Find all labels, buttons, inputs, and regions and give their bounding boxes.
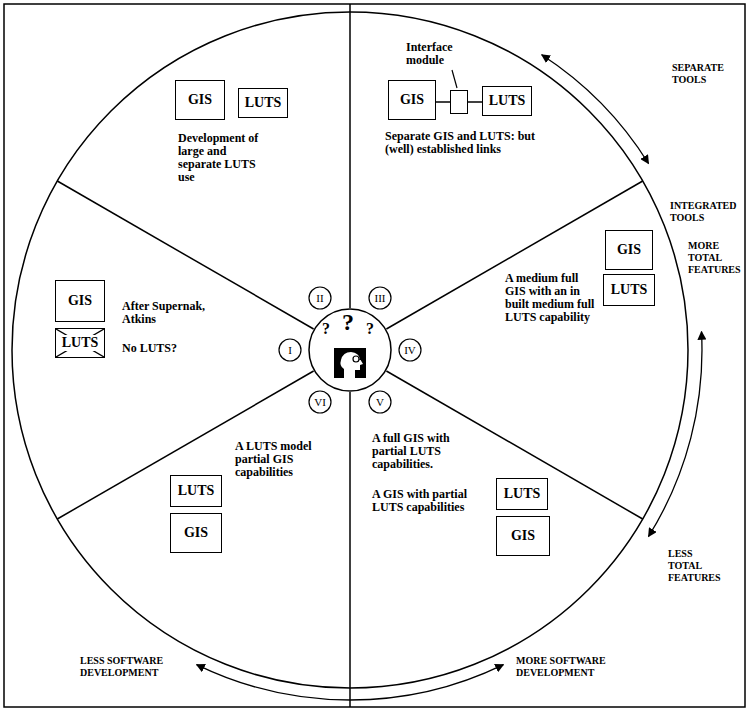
cross-out-line — [56, 329, 104, 357]
callout-number: III — [375, 293, 386, 304]
box-label: LUTS — [61, 335, 100, 350]
interface-module: Interface module — [450, 90, 468, 114]
sector-note: A medium full GIS with an in built mediu… — [505, 272, 595, 324]
system-box: LUTS — [170, 475, 222, 507]
range-arrow — [197, 665, 504, 700]
sector-note: Development of large and separate LUTS u… — [178, 132, 270, 184]
box-label: GIS — [68, 293, 92, 308]
number-ring — [309, 287, 331, 309]
number-ring — [369, 287, 391, 309]
frame — [4, 4, 745, 707]
sector-note: No LUTS? — [122, 342, 222, 355]
box-label: LUTS — [178, 483, 215, 498]
number-ring — [369, 391, 391, 413]
sector-divider — [349, 4, 351, 308]
axis-label: LESS TOTAL FEATURES — [668, 548, 728, 584]
viewer-glasses — [353, 356, 359, 362]
system-box: GIS — [175, 80, 225, 120]
sector-note: A GIS with partial LUTS capabilities — [372, 488, 484, 514]
system-box: LUTS — [238, 88, 288, 118]
sector-note: A full GIS with partial LUTS capabilitie… — [372, 432, 484, 471]
question-mark: ? — [342, 309, 354, 335]
sector-note: Separate GIS and LUTS: but (well) establ… — [385, 130, 537, 156]
box-label: LUTS — [245, 95, 282, 110]
range-arrow — [649, 332, 702, 537]
sector-number: II — [308, 286, 332, 310]
viewer-glasses — [359, 359, 362, 360]
sector-number: V — [368, 390, 392, 414]
axis-label: MORE SOFTWARE DEVELOPMENT — [516, 655, 626, 679]
system-box: LUTS — [482, 86, 532, 116]
leader-line — [452, 70, 457, 88]
axis-label: LESS SOFTWARE DEVELOPMENT — [80, 655, 190, 679]
sector-divider — [349, 392, 351, 707]
viewer-head — [340, 352, 363, 378]
viewer-icon-box — [334, 348, 366, 378]
sector-number: I — [278, 338, 302, 362]
box-label: LUTS — [489, 93, 526, 108]
system-box: GIS — [496, 516, 550, 556]
sector-number: IV — [398, 338, 422, 362]
question-mark: ? — [322, 320, 330, 338]
connector — [468, 101, 482, 103]
box-label: LUTS — [611, 282, 648, 297]
system-box: LUTS — [603, 274, 655, 306]
box-label: GIS — [184, 525, 208, 540]
connector — [436, 101, 450, 103]
range-arrow — [542, 55, 649, 164]
box-label: LUTS — [504, 486, 541, 501]
callout-number: II — [316, 293, 323, 304]
system-box: GIS — [388, 80, 436, 120]
axis-label: SEPARATE TOOLS — [672, 62, 742, 86]
box-label: GIS — [400, 92, 424, 107]
sector-note: A LUTS model partial GIS capabilities — [235, 440, 335, 479]
question-mark: ? — [366, 320, 374, 338]
box-label: GIS — [188, 92, 212, 107]
center-ring — [309, 309, 391, 391]
cross-out-line — [56, 329, 104, 357]
system-box: GIS — [170, 513, 222, 553]
number-ring — [279, 339, 301, 361]
sector-number: III — [368, 286, 392, 310]
number-ring — [309, 391, 331, 413]
center-icon: ??? — [308, 308, 392, 392]
box-label: GIS — [511, 528, 535, 543]
callout-number: V — [376, 397, 384, 408]
sector-number: VI — [308, 390, 332, 414]
axis-label: INTEGRATED TOOLS — [670, 200, 744, 224]
system-box: GIS — [55, 280, 105, 322]
system-box: LUTS — [496, 478, 548, 510]
box-label: GIS — [617, 242, 641, 257]
system-box: GIS — [605, 230, 653, 270]
callout-number: I — [288, 345, 292, 356]
number-ring — [399, 339, 421, 361]
sector-note: After Supernak, Atkins — [122, 300, 222, 326]
callout-number: IV — [404, 345, 416, 356]
crossed-out-box: LUTS — [55, 328, 105, 358]
module-label: Interface module — [406, 41, 470, 67]
axis-label: MORE TOTAL FEATURES — [688, 240, 744, 276]
callout-number: VI — [314, 397, 326, 408]
